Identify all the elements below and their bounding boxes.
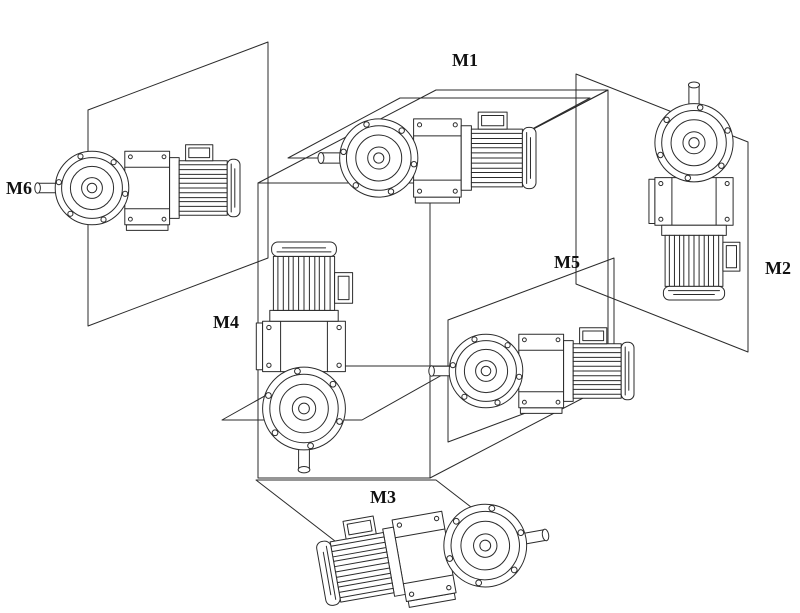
gearmotor-m6: [34, 144, 241, 231]
label-m3: M3: [370, 487, 396, 507]
label-m1: M1: [452, 50, 478, 70]
gearmotor-m1: [317, 111, 537, 204]
gearmotor-m3: [312, 486, 558, 613]
mounting-plane-m6: [88, 42, 268, 326]
mounting-planes: [88, 42, 748, 548]
position-labels: M1 M2 M3 M4 M5 M6: [6, 50, 791, 507]
label-m6: M6: [6, 178, 32, 198]
label-m2: M2: [765, 258, 791, 278]
label-m5: M5: [554, 252, 580, 272]
gearmotor-m4: [255, 241, 354, 474]
gearmotor-m5: [428, 327, 635, 414]
label-m4: M4: [213, 312, 239, 332]
gearmotor-m2: [648, 81, 741, 301]
